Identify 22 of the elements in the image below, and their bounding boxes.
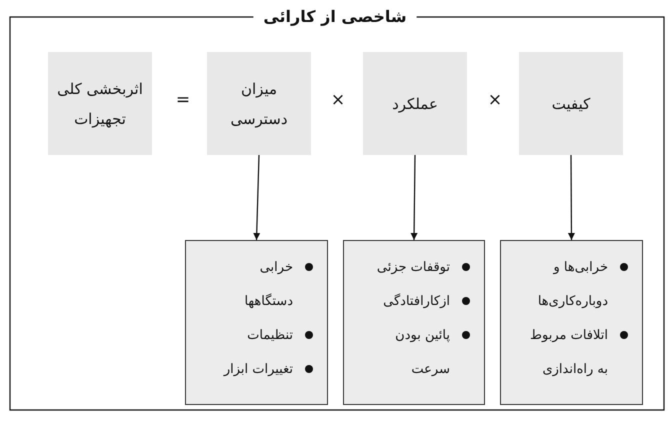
factor-box: عملکرد [363, 52, 467, 155]
operator-sign: = [176, 90, 190, 110]
list-item-text: اتلافات مربوط به راه‌اندازی [528, 327, 608, 379]
arrow [410, 155, 418, 240]
list-item-text: توقفات جزئی [376, 259, 450, 277]
list-item-text: تغییرات ابزار [222, 361, 293, 379]
list-item-text: ازکارافتادگی [382, 292, 450, 311]
list-box [343, 240, 485, 405]
factor-box: میزان دسترسی [207, 52, 311, 155]
operator-sign: × [330, 90, 346, 110]
title-text: شاخصی از کارائی [262, 7, 408, 27]
arrow [253, 154, 260, 240]
list-item-text: تنظیمات [246, 327, 293, 345]
list-item-text: خرابی‌ها و دوباره‌کاری‌ها [536, 259, 608, 311]
factor-box: کیفیت [519, 52, 623, 155]
result-box: اثربخشی کلی تجهیزات [48, 52, 152, 155]
list-item-text: خرابی دستگاهها [243, 259, 293, 311]
list-item-text: پائین بودن سرعت [394, 327, 450, 379]
operator-sign: × [488, 90, 502, 110]
arrow [568, 155, 575, 240]
list-box [500, 240, 643, 405]
list-box [185, 240, 328, 405]
